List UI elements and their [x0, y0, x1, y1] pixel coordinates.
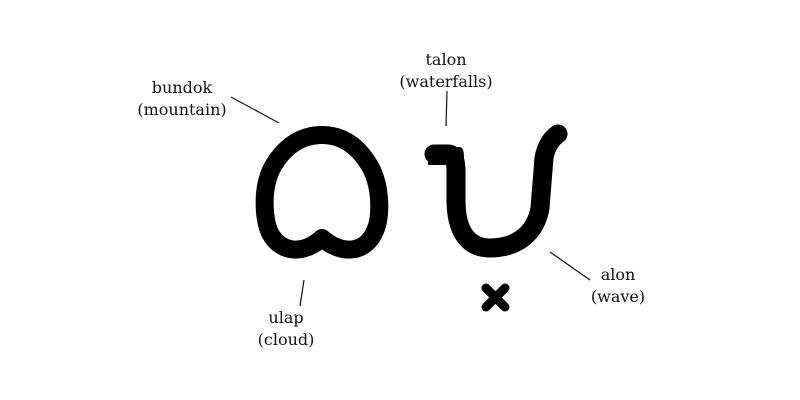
- label-bundok-word: bundok: [151, 78, 213, 97]
- label-alon-word: alon: [600, 265, 636, 284]
- heart-glyph: [255, 126, 389, 259]
- label-talon-gloss: (waterfalls): [399, 72, 493, 91]
- leader-alon: [549, 251, 591, 281]
- label-talon: talon (waterfalls): [396, 49, 496, 93]
- label-alon: alon (wave): [568, 264, 668, 308]
- label-ulap-gloss: (cloud): [257, 330, 315, 349]
- label-talon-word: talon: [425, 50, 467, 69]
- leader-talon: [445, 90, 448, 127]
- label-ulap-word: ulap: [268, 308, 304, 327]
- cross-mark: [481, 283, 510, 312]
- u-glyph-flag: [428, 147, 464, 165]
- label-bundok: bundok (mountain): [132, 77, 232, 121]
- leader-bundok: [230, 96, 280, 124]
- leader-ulap: [299, 279, 305, 307]
- label-bundok-gloss: (mountain): [137, 100, 227, 119]
- label-ulap: ulap (cloud): [236, 307, 336, 351]
- label-alon-gloss: (wave): [590, 287, 646, 306]
